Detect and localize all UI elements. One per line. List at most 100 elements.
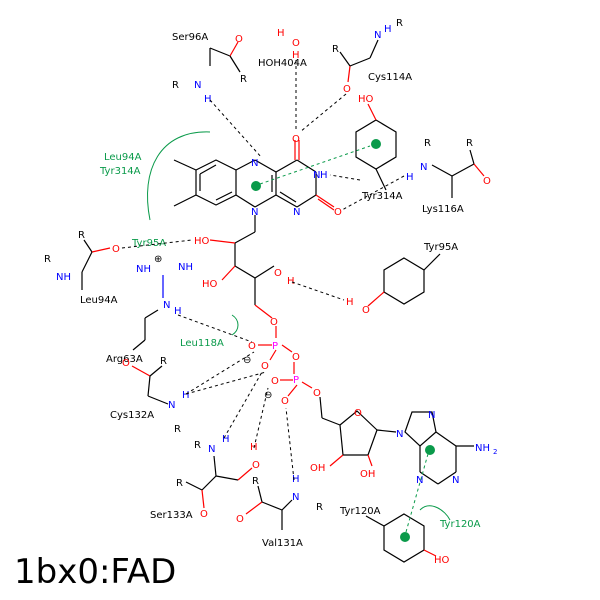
bond	[437, 471, 457, 485]
bond	[423, 253, 441, 271]
bond	[349, 57, 371, 67]
bond	[132, 339, 146, 351]
bond	[235, 159, 256, 171]
atom-val131-n: N	[292, 492, 299, 503]
bond	[473, 163, 485, 177]
bond	[254, 304, 273, 319]
atom-ser133-o: O	[200, 509, 208, 520]
hydrophobic-tyr95a: Tyr95A	[131, 238, 166, 249]
atom-p1-o1: O	[248, 341, 256, 352]
atom-n10: N	[251, 207, 258, 218]
atom-ser96-n: N	[194, 80, 201, 91]
bond	[423, 549, 437, 557]
bond	[215, 475, 239, 481]
hbond-cys132-p1b	[185, 371, 267, 395]
bond	[257, 485, 263, 503]
bond	[201, 489, 205, 509]
atom-lys116-r2: R	[466, 138, 473, 149]
carbonyl-bond	[317, 198, 335, 211]
bond	[185, 481, 203, 491]
residue-ser96a: Ser96A	[172, 32, 208, 43]
bond	[235, 194, 256, 208]
bond	[147, 375, 151, 397]
bond	[469, 149, 475, 165]
bond	[301, 381, 313, 389]
bond	[149, 365, 163, 377]
atom-lys116-o: O	[483, 176, 491, 187]
atom-ser96-o: O	[235, 34, 243, 45]
residue-tyr314a: Tyr314A	[361, 191, 403, 202]
hbond-ser133n-p1	[223, 371, 263, 439]
atom-cys114-h: H	[384, 24, 392, 35]
atom-n9: N	[396, 429, 403, 440]
bond	[367, 454, 373, 467]
bond	[419, 471, 439, 485]
bond	[287, 384, 298, 397]
hbond-cys114-o4	[299, 93, 347, 133]
bond	[275, 194, 298, 208]
atom-cys132-h: H	[182, 390, 190, 401]
hydrophobic-leu94a: Leu94A	[104, 152, 142, 163]
bond	[147, 395, 169, 405]
atom-hoh-h1: H	[277, 28, 285, 39]
bond	[296, 159, 317, 173]
residue-arg63a: Arg63A	[106, 354, 143, 365]
atom-val131-o: O	[236, 514, 244, 525]
bond	[365, 515, 385, 527]
atom-val131-r2: R	[316, 502, 323, 513]
bond	[245, 501, 263, 515]
bond	[81, 251, 93, 273]
atom-arg63-nh2a: NH	[136, 264, 151, 275]
hbond-cys132-p1	[185, 351, 255, 395]
atom-val131-r: R	[252, 476, 259, 487]
bond	[237, 467, 253, 481]
atom-cys114-n: N	[374, 30, 381, 41]
atom-tyr95-o: O	[362, 305, 370, 316]
atom-ser133-h: H	[222, 434, 230, 445]
bond	[209, 239, 236, 244]
atom-lys116-h: H	[406, 172, 414, 183]
methyl-bond	[173, 159, 197, 171]
atom-n7: N	[428, 410, 435, 421]
atom-bridge-o: O	[292, 352, 300, 363]
tyr95a-ring	[383, 257, 425, 305]
atom-tyr314-ho: HO	[358, 94, 374, 105]
atom-ribityl-o4: O	[274, 268, 282, 279]
atom-ribose-oh2: OH	[360, 469, 375, 480]
bond	[261, 501, 283, 511]
residue-tyr95a: Tyr95A	[423, 242, 458, 253]
bond	[234, 231, 256, 244]
residue-cys114a: Cys114A	[368, 72, 412, 83]
bond	[144, 309, 159, 319]
atom-cys114-r2: R	[396, 18, 403, 29]
atom-ser133-r2: R	[176, 478, 183, 489]
atom-o4: O	[292, 134, 300, 145]
atom-tyr120-oh: HO	[434, 555, 450, 566]
ring-centroid-adenine	[425, 445, 435, 455]
atom-ribose-o: O	[354, 408, 362, 419]
atom-o5-adenosine: O	[313, 388, 321, 399]
atom-p1: P	[272, 341, 278, 352]
atom-hoh-h2: H	[292, 50, 300, 61]
atom-leu94-nh: NH	[56, 272, 71, 283]
atom-ribose-oh3: OH	[310, 463, 325, 474]
atom-o5: O	[270, 317, 278, 328]
bond	[296, 194, 317, 208]
bond	[375, 168, 387, 191]
pi-stack-flavin-tyr314	[259, 145, 371, 185]
hbond-tyr314-n3	[329, 174, 361, 181]
ring-centroid-flavin	[251, 181, 261, 191]
hbond-ser133og-p2	[253, 387, 269, 449]
bond	[281, 344, 293, 353]
hbond-ribityl-tyr95	[291, 281, 345, 301]
ring-centroid-tyr314	[371, 139, 381, 149]
atom-p1-o2: O	[261, 361, 269, 372]
bond	[229, 55, 241, 73]
atom-arg63-h: H	[174, 306, 182, 317]
hbond-ser96-n5	[209, 99, 263, 159]
residue-hoh404a: HOH404A	[258, 58, 307, 69]
atom-n3-h: H	[320, 170, 328, 181]
bond	[367, 291, 385, 307]
hydrophobic-leu118a: Leu118A	[180, 338, 224, 349]
